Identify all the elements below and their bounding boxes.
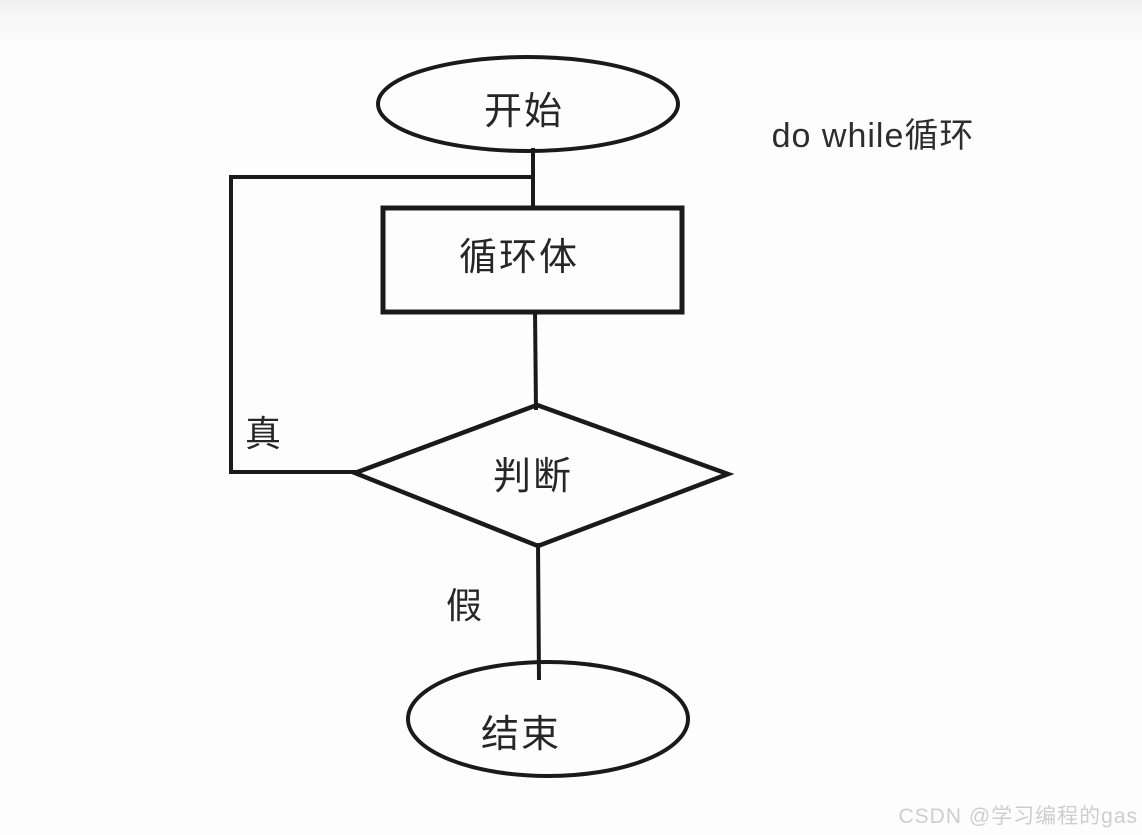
watermark: CSDN @学习编程的gas [898,805,1138,828]
loop-body-rect-shape [380,205,685,315]
edge-label-true: 真 [244,413,282,454]
node-start-label: 开始 [483,91,565,133]
edge-loop-body-to-condition [533,309,538,411]
node-end-label: 结束 [480,714,562,756]
node-loop-body-label: 循环体 [458,237,580,279]
end-ellipse-shape [406,660,690,778]
start-ellipse-shape [376,55,680,153]
diagram-title: do while循环 [771,117,975,155]
edge-label-false: 假 [445,585,483,626]
edge-condition-to-end-false [536,542,541,681]
node-condition-label: 判断 [492,456,574,498]
edge-loop-back-true [229,175,533,474]
